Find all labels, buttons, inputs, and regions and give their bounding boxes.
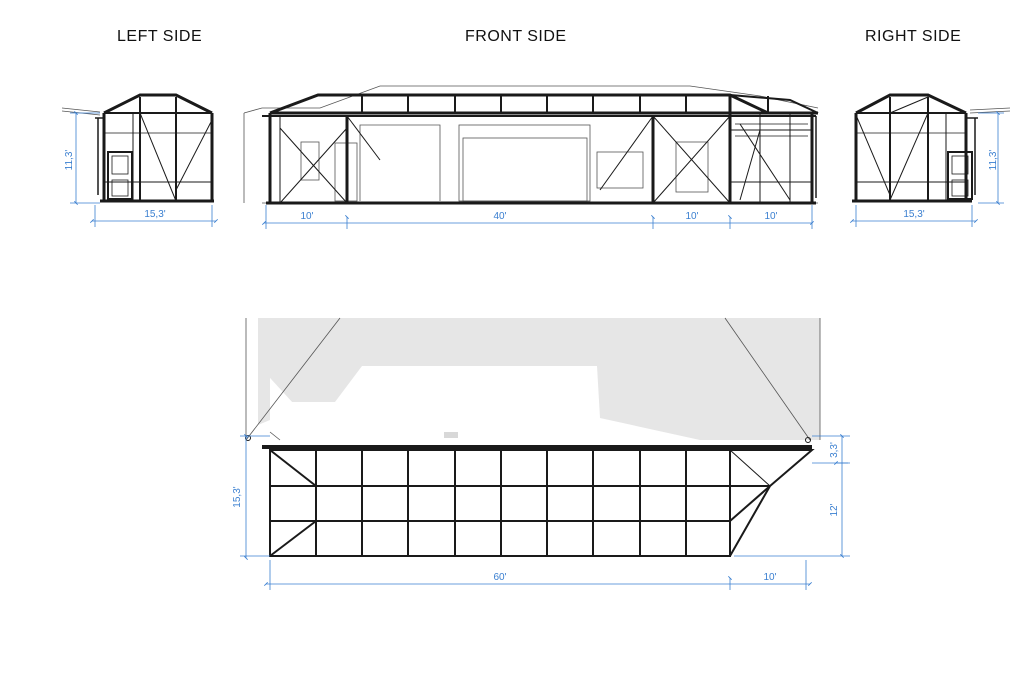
left-side-elevation <box>61 93 214 203</box>
right-house-outline <box>969 107 1011 114</box>
front-side-title: FRONT SIDE <box>465 28 567 45</box>
right-side-title: RIGHT SIDE <box>865 28 962 45</box>
left-door <box>107 151 133 200</box>
right-roof <box>855 93 967 115</box>
left-side-title: LEFT SIDE <box>117 28 203 45</box>
house-footprint <box>258 318 820 440</box>
plan-view <box>245 317 821 557</box>
left-width-label: 15,3' <box>144 209 165 220</box>
front-seg3-label: 10' <box>685 211 698 222</box>
front-seg4-label: 10' <box>764 211 777 222</box>
plan-inner-depth-label: 12' <box>829 503 840 516</box>
right-dimensions <box>850 111 1004 227</box>
front-roof <box>269 93 769 115</box>
front-house-outline <box>243 85 819 204</box>
front-dimensions <box>262 205 814 229</box>
left-roof <box>103 93 213 115</box>
right-door <box>947 151 973 200</box>
front-roof-mullions <box>361 95 769 113</box>
plan-offset-label: 3,3' <box>829 442 840 458</box>
plan-dimensions <box>240 434 850 590</box>
plan-house-lines <box>245 317 821 441</box>
left-height-label: 11,3' <box>64 150 75 171</box>
front-seg1-label: 10' <box>300 211 313 222</box>
plan-depth-label: 15,3' <box>232 486 243 507</box>
left-house-outline <box>61 107 101 116</box>
left-dimensions <box>70 111 218 227</box>
right-side-elevation <box>852 93 1011 203</box>
plan-structure <box>262 445 815 557</box>
front-side-elevation <box>243 85 819 205</box>
front-seg2-label: 40' <box>493 211 506 222</box>
plan-extension-label: 10' <box>763 572 776 583</box>
right-width-label: 15,3' <box>903 209 924 220</box>
plan-length-label: 60' <box>493 572 506 583</box>
right-height-label: 11,3' <box>988 150 999 171</box>
